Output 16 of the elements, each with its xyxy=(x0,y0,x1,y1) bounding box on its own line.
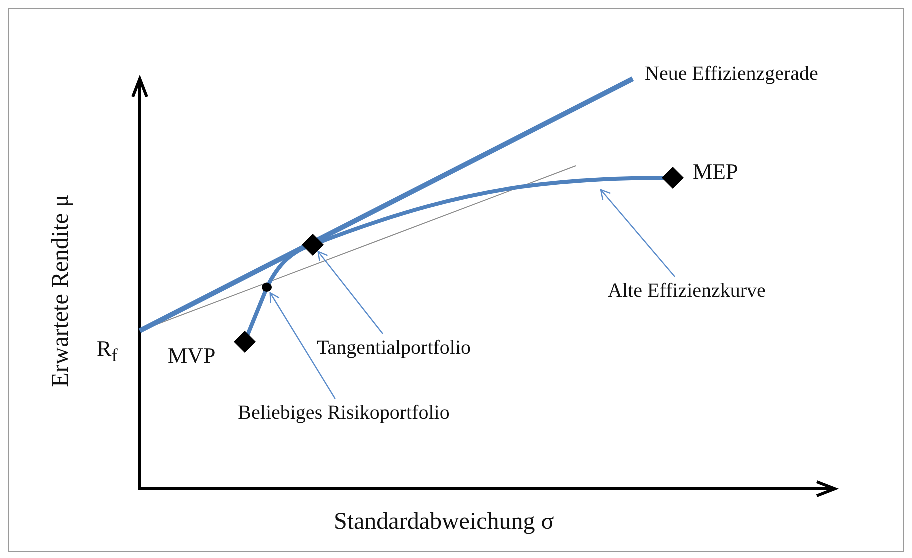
portfolio-diamond-marker xyxy=(662,167,684,189)
leader-arrow xyxy=(318,251,384,334)
leader-arrow xyxy=(270,292,336,400)
annotation-text: Tangentialportfolio xyxy=(287,335,501,361)
leader-arrow xyxy=(600,189,676,278)
annotation-text: Beliebiges Risikoportfolio xyxy=(195,400,493,426)
point-label: MVP xyxy=(168,344,216,368)
point-label: MEP xyxy=(693,160,738,184)
line-label: Neue Effizienzgerade xyxy=(645,63,818,85)
axis-value-label: R$_{f}$ xyxy=(97,337,118,366)
axis-title: Erwartete Rendite μ xyxy=(48,194,74,388)
portfolio-dot-marker xyxy=(262,283,272,292)
annotation-text: Alte Effizienzkurve xyxy=(577,278,797,304)
portfolio-diamond-marker xyxy=(234,331,256,353)
axis-title: Standardabweichung σ xyxy=(334,509,554,536)
portfolio-diamond-marker xyxy=(302,234,324,256)
